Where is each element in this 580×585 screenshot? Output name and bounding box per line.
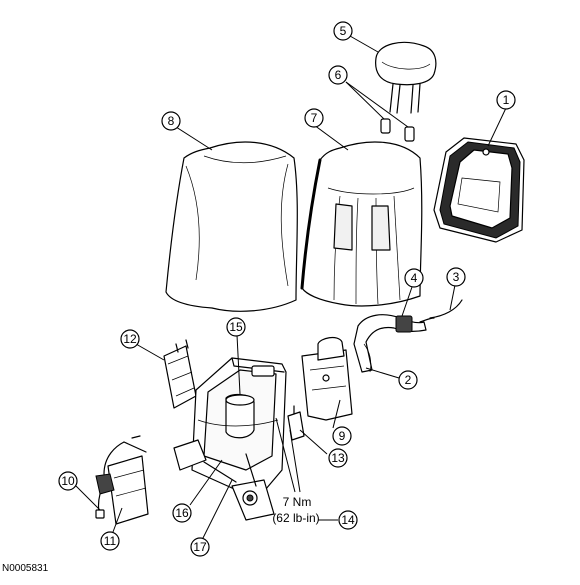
callout-12: 12 xyxy=(120,329,140,349)
seat-back-cover xyxy=(300,141,423,307)
seat-bracket-lower xyxy=(95,435,149,525)
svg-text:1: 1 xyxy=(503,93,510,107)
seat-back-pad xyxy=(165,141,298,312)
torque-metric: 7 Nm xyxy=(283,495,312,509)
lumbar-actuator xyxy=(353,314,427,373)
torque-imperial: (62 lb-in) xyxy=(272,511,319,525)
callout-14: 14 xyxy=(338,510,358,530)
headrest xyxy=(375,41,437,114)
seat-back-panel xyxy=(433,137,525,243)
svg-text:3: 3 xyxy=(453,270,460,284)
wire-connector xyxy=(95,493,105,519)
seat-back-frame xyxy=(173,357,287,521)
svg-text:9: 9 xyxy=(339,429,346,443)
svg-text:10: 10 xyxy=(61,474,75,488)
callout-3: 3 xyxy=(446,267,466,287)
svg-text:2: 2 xyxy=(405,373,412,387)
callout-16: 16 xyxy=(172,503,192,523)
svg-text:17: 17 xyxy=(193,540,207,554)
svg-text:6: 6 xyxy=(335,68,342,82)
svg-text:5: 5 xyxy=(340,24,347,38)
headrest-guides xyxy=(380,118,415,142)
callout-13: 13 xyxy=(328,448,348,468)
svg-text:16: 16 xyxy=(175,506,189,520)
callout-7: 7 xyxy=(304,108,324,128)
svg-text:7: 7 xyxy=(311,111,318,125)
callout-17: 17 xyxy=(190,537,210,557)
svg-text:13: 13 xyxy=(331,451,345,465)
callout-11: 11 xyxy=(100,531,120,551)
callout-9: 9 xyxy=(332,426,352,446)
callout-4: 4 xyxy=(404,268,424,288)
lumbar-cable xyxy=(419,299,463,323)
svg-text:4: 4 xyxy=(411,271,418,285)
svg-text:11: 11 xyxy=(104,534,117,548)
svg-text:15: 15 xyxy=(229,320,243,334)
callout-2: 2 xyxy=(398,370,418,390)
callout-10: 10 xyxy=(58,471,78,491)
callout-15: 15 xyxy=(226,317,246,337)
svg-text:8: 8 xyxy=(168,114,175,128)
figure-id: N0005831 xyxy=(2,563,49,574)
svg-text:14: 14 xyxy=(341,513,355,527)
svg-text:12: 12 xyxy=(123,332,137,346)
callout-8: 8 xyxy=(161,111,181,131)
callout-5: 5 xyxy=(333,21,353,41)
callout-6: 6 xyxy=(328,65,348,85)
callout-1: 1 xyxy=(496,90,516,110)
lumbar-support xyxy=(301,336,353,421)
seat-bracket-upper xyxy=(163,339,197,409)
